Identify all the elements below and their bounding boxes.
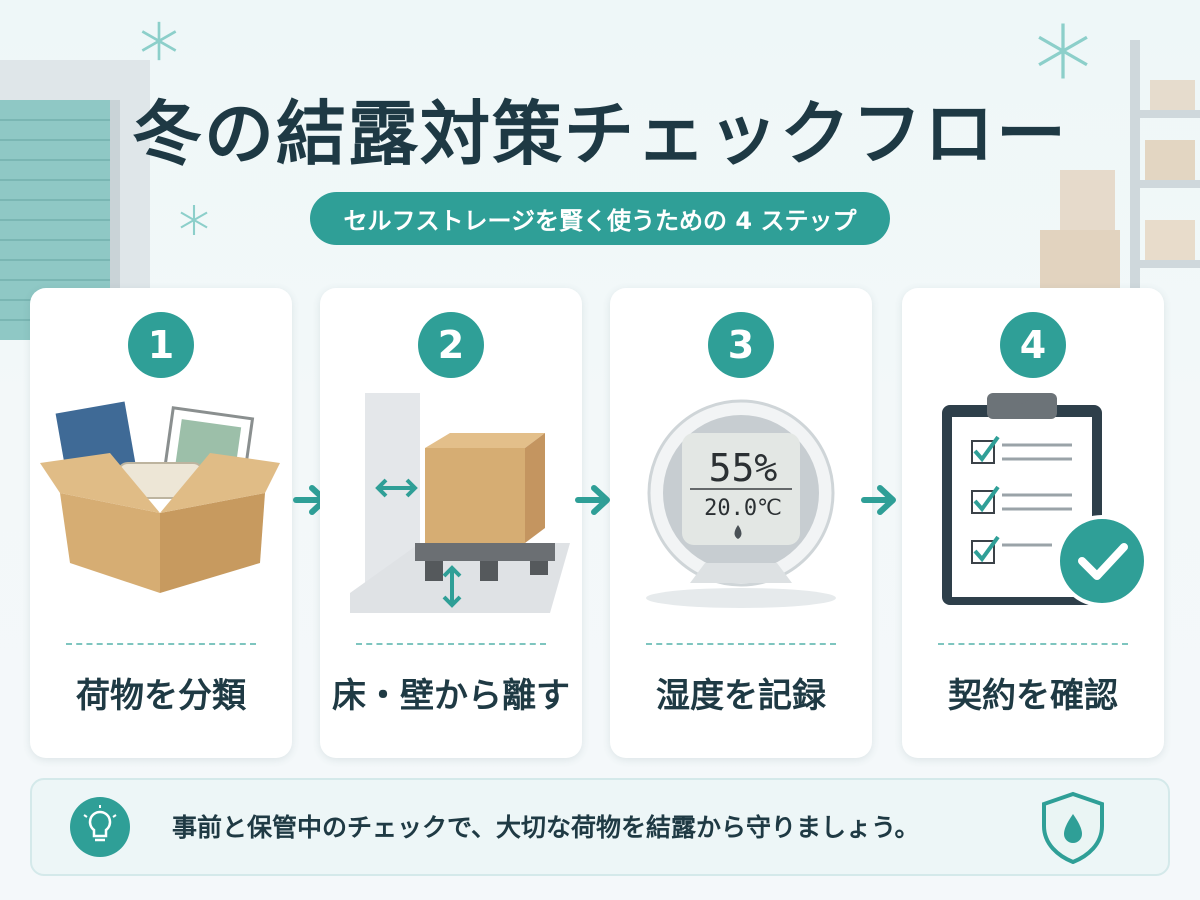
clipboard-checklist-icon bbox=[942, 393, 1148, 607]
divider bbox=[938, 643, 1128, 645]
divider bbox=[646, 643, 836, 645]
storage-unit-illustration bbox=[0, 60, 150, 340]
page-subtitle: セルフストレージを賢く使うための 4 ステップ bbox=[309, 192, 891, 245]
box-on-pallet-icon bbox=[350, 393, 570, 613]
page-title: 冬の結露対策チェックフロー bbox=[132, 93, 1068, 175]
shield-water-drop-icon bbox=[1042, 791, 1104, 864]
step-number-badge: 2 bbox=[418, 312, 484, 378]
snowflake-icon bbox=[1038, 23, 1088, 79]
step-card-3: 3 55% 20.0℃ 湿度を記録 bbox=[610, 288, 872, 758]
hygrometer-icon bbox=[646, 399, 836, 608]
shelving-illustration bbox=[1040, 40, 1200, 340]
snowflake-icon bbox=[180, 205, 208, 235]
footer-text: 事前と保管中のチェックで、大切な荷物を結露から守りましょう。 bbox=[172, 813, 920, 842]
lightbulb-icon bbox=[70, 797, 130, 857]
divider bbox=[356, 643, 546, 645]
arrow-right-icon bbox=[575, 485, 610, 515]
step-number-badge: 3 bbox=[708, 312, 774, 378]
step-label: 床・壁から離す bbox=[332, 676, 570, 716]
footer-note: 事前と保管中のチェックで、大切な荷物を結露から守りましょう。 bbox=[30, 778, 1170, 876]
step-card-1: 1 荷物を分類 bbox=[30, 288, 292, 758]
step-label: 契約を確認 bbox=[948, 676, 1118, 716]
step-number-badge: 4 bbox=[1000, 312, 1066, 378]
snowflake-icon bbox=[141, 21, 177, 61]
divider bbox=[66, 643, 256, 645]
temperature-reading: 20.0℃ bbox=[704, 496, 782, 521]
step-label: 湿度を記録 bbox=[656, 676, 826, 716]
step-number-badge: 1 bbox=[128, 312, 194, 378]
box-with-items-icon bbox=[40, 401, 280, 593]
step-card-4: 4 契約を確認 bbox=[902, 288, 1164, 758]
arrow-right-icon bbox=[861, 485, 896, 515]
step-card-2: 2 床・壁から離す bbox=[320, 288, 582, 758]
humidity-reading: 55% bbox=[708, 446, 778, 490]
step-label: 荷物を分類 bbox=[76, 676, 246, 716]
